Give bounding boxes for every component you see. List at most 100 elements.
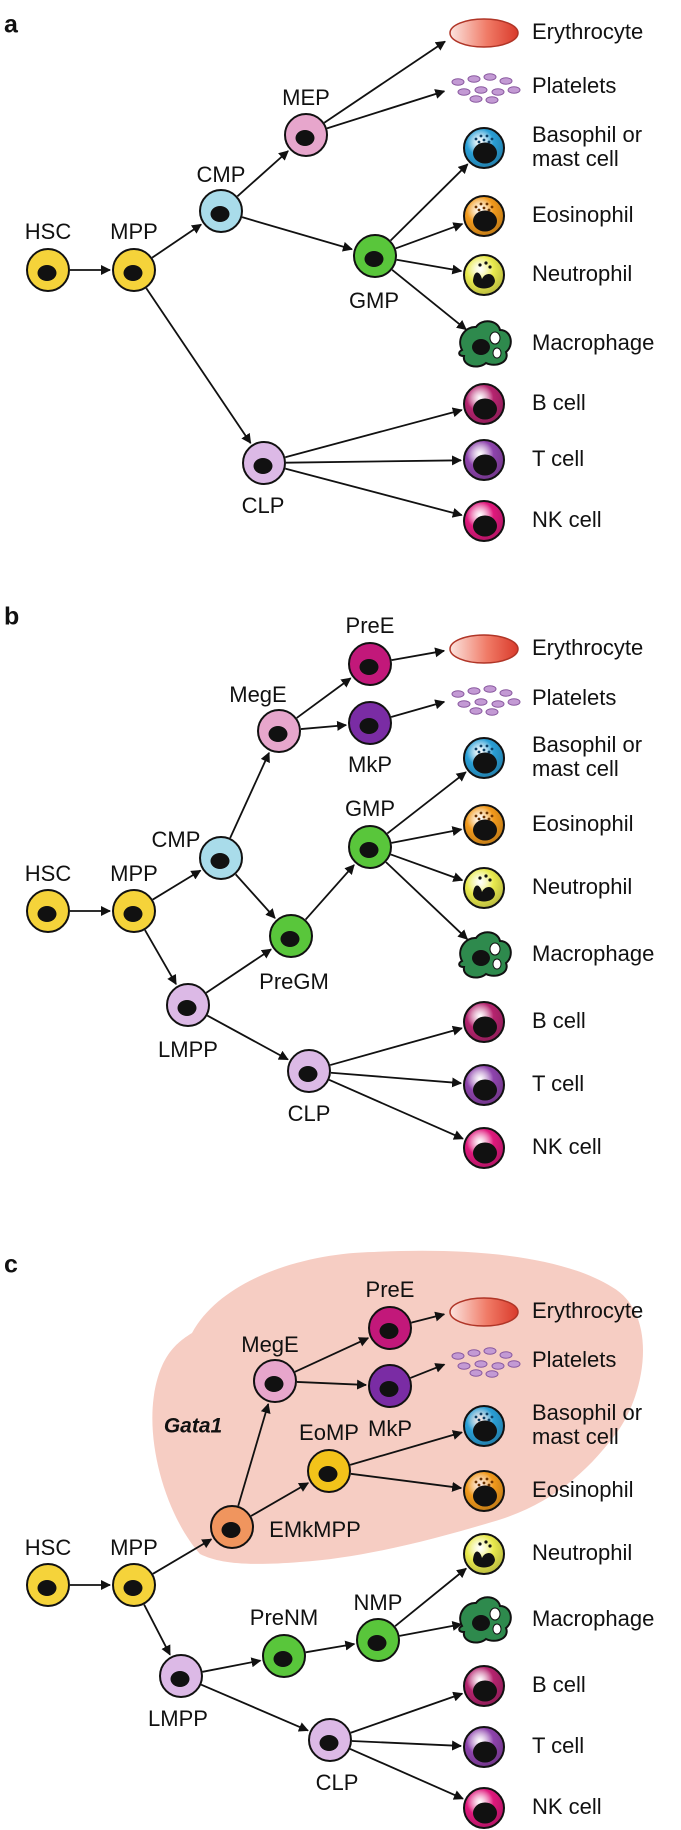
cell-body xyxy=(463,1533,505,1575)
arrow xyxy=(144,929,177,986)
arrow xyxy=(390,853,464,882)
terminal-label-neutrophil: Neutrophil xyxy=(532,874,632,899)
nucleus xyxy=(177,1000,197,1016)
platelet-shape xyxy=(499,77,513,85)
platelet-shape xyxy=(451,1352,465,1360)
cell-pree xyxy=(368,1306,412,1350)
macrophage-icon xyxy=(458,320,512,368)
arrow xyxy=(385,861,469,940)
terminal-label-platelets: Platelets xyxy=(532,73,616,98)
platelet-shape xyxy=(507,698,521,706)
terminal-label-tcell: T cell xyxy=(532,1071,584,1096)
terminal-label-eosinophil: Eosinophil xyxy=(532,1477,634,1502)
neutrophil-icon xyxy=(463,1533,505,1575)
nucleus xyxy=(221,1522,241,1538)
cell-emkmpp xyxy=(210,1505,254,1549)
arrow xyxy=(399,1621,463,1637)
arrow xyxy=(396,258,463,275)
granule xyxy=(474,1480,478,1484)
cell-eomp xyxy=(307,1449,351,1493)
granule xyxy=(482,206,486,210)
arrow xyxy=(386,771,467,835)
basophil-icon xyxy=(463,1405,505,1447)
granule xyxy=(477,1483,481,1487)
nucleus xyxy=(473,1551,495,1568)
granule xyxy=(487,140,491,144)
granule xyxy=(474,205,478,209)
granule xyxy=(487,1483,491,1487)
platelets-icon xyxy=(451,685,521,716)
arrows-layer xyxy=(70,40,469,1800)
nucleus xyxy=(359,659,379,675)
granule xyxy=(477,1418,481,1422)
arrow xyxy=(236,150,289,198)
granule xyxy=(490,1415,494,1419)
granule xyxy=(482,1416,486,1420)
arrow xyxy=(391,647,446,662)
granule xyxy=(479,1477,483,1481)
granule xyxy=(479,1412,483,1416)
eosinophil-icon xyxy=(463,1470,505,1512)
terminal-label-erythrocyte: Erythrocyte xyxy=(532,19,643,44)
erythrocyte-shape xyxy=(449,634,519,664)
eosinophil-icon xyxy=(463,804,505,846)
tcell-icon xyxy=(463,1726,505,1768)
node-label-lmpp: LMPP xyxy=(158,1037,218,1062)
nucleus xyxy=(123,265,143,281)
cell-lmpp xyxy=(159,1654,203,1698)
arrow xyxy=(391,826,463,844)
platelet-shape xyxy=(467,75,481,83)
granule xyxy=(487,750,491,754)
cell-pree xyxy=(348,642,392,686)
node-label-nmp: NMP xyxy=(354,1590,403,1615)
arrow xyxy=(235,873,276,919)
node-label-pree: PreE xyxy=(346,613,395,638)
erythrocyte-icon xyxy=(449,634,519,664)
cell-mep xyxy=(284,113,328,157)
granule xyxy=(474,747,478,751)
cell-pregm xyxy=(269,914,313,958)
granule xyxy=(477,140,481,144)
node-label-mpp: MPP xyxy=(110,1535,158,1560)
node-label-mkp: MkP xyxy=(348,752,392,777)
terminal-label-platelets: Platelets xyxy=(532,685,616,710)
arrow xyxy=(326,89,446,130)
eosinophil-icon xyxy=(463,195,505,237)
node-label-clp: CLP xyxy=(288,1101,331,1126)
nucleus xyxy=(473,1016,497,1038)
granule xyxy=(490,1480,494,1484)
cell-hsc xyxy=(26,248,70,292)
platelet-shape xyxy=(457,1362,471,1370)
cell-mpp xyxy=(112,248,156,292)
cells-layer xyxy=(26,18,521,1829)
node-label-emkmpp: EMkMPP xyxy=(269,1517,361,1542)
node-label-clp: CLP xyxy=(316,1770,359,1795)
granule xyxy=(482,1481,486,1485)
granule xyxy=(482,138,486,142)
node-label-clp: CLP xyxy=(242,493,285,518)
erythrocyte-icon xyxy=(449,1297,519,1327)
granule xyxy=(488,265,492,269)
cell-cmp xyxy=(199,836,243,880)
cell-lmpp xyxy=(166,983,210,1027)
node-label-mege: MegE xyxy=(241,1332,298,1357)
granule xyxy=(478,1542,482,1546)
arrow xyxy=(351,1740,463,1751)
granule xyxy=(479,811,483,815)
arrow xyxy=(250,1482,310,1517)
nucleus xyxy=(280,931,300,947)
arrow xyxy=(350,1691,464,1734)
arrow xyxy=(390,699,446,718)
platelet-shape xyxy=(485,1370,499,1378)
granule xyxy=(477,208,481,212)
panel-label-b: b xyxy=(4,603,19,631)
cell-mkp xyxy=(348,701,392,745)
panel-label-a: a xyxy=(4,11,19,39)
granule xyxy=(484,261,488,265)
arrow xyxy=(229,751,270,839)
granule xyxy=(478,876,482,880)
arrow xyxy=(410,1363,446,1379)
node-label-gmp: GMP xyxy=(345,796,395,821)
